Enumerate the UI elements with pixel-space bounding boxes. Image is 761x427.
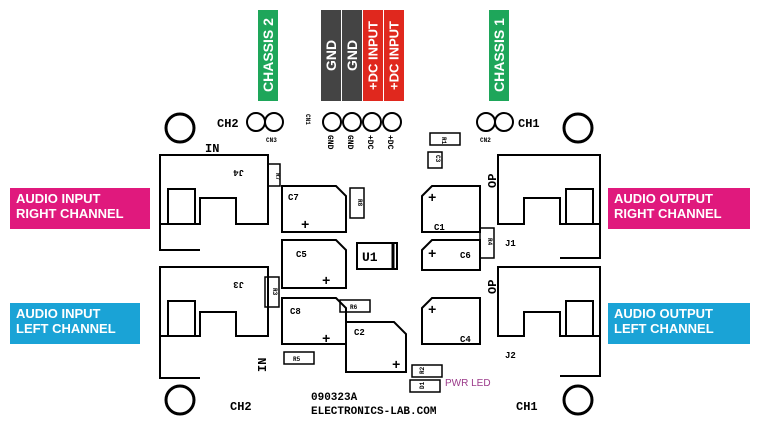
label-ch2-top: CH2 (217, 117, 239, 131)
audio-output-left-line1: AUDIO OUTPUT (614, 306, 713, 321)
label-j3: J3 (233, 279, 244, 289)
c5-outline (281, 239, 347, 289)
audio-output-right-line1: AUDIO OUTPUT (614, 191, 713, 206)
r7-outline (267, 163, 281, 187)
u1-outline (356, 242, 398, 270)
label-r1: R1 (440, 137, 447, 145)
label-c7: C7 (288, 193, 299, 203)
label-r3: R3 (271, 288, 278, 296)
label-r2: R2 (419, 366, 426, 374)
c8-outline (281, 297, 347, 345)
label-op-bottom: OP (486, 280, 500, 294)
r1-outline (429, 132, 461, 146)
audio-input-left-line1: AUDIO INPUT (16, 306, 101, 321)
audio-input-left-line2: LEFT CHANNEL (16, 321, 116, 336)
d1-outline (409, 379, 441, 393)
label-in-bottom: IN (256, 358, 270, 372)
jack-j3-slot (167, 300, 196, 337)
label-j1: J1 (505, 239, 516, 249)
audio-output-left-line2: LEFT CHANNEL (614, 321, 714, 336)
jack-j1-slot (565, 188, 594, 225)
cn1-pin-2 (342, 112, 362, 132)
c3-outline (427, 151, 443, 169)
label-c4: C4 (460, 335, 471, 345)
label-op-top: OP (486, 174, 500, 188)
c6-plus: + (428, 247, 436, 263)
r8-outline (349, 187, 365, 219)
label-ch2-bottom: CH2 (230, 400, 252, 414)
mounting-hole-top-right (562, 112, 594, 144)
label-cn2: CN2 (480, 137, 491, 144)
audio-input-right-line2: RIGHT CHANNEL (16, 206, 124, 221)
cn3-pin-2 (264, 112, 284, 132)
r2-outline (411, 364, 443, 378)
label-pwr-led: PWR LED (445, 378, 491, 389)
r6-outline (339, 299, 371, 313)
c2-plus: + (392, 358, 400, 374)
cn2-pin-1 (476, 112, 496, 132)
label-board-code: 090323A (311, 392, 358, 404)
audio-output-right-line2: RIGHT CHANNEL (614, 206, 722, 221)
label-ch1-bottom: CH1 (516, 400, 538, 414)
label-c5: C5 (296, 250, 307, 260)
label-c1: C1 (434, 223, 445, 233)
cn1-pin-4 (382, 112, 402, 132)
label-j4: J4 (233, 167, 244, 177)
mounting-hole-bottom-left (164, 384, 196, 416)
label-d1: D1 (419, 381, 426, 389)
r5-outline (283, 351, 315, 365)
jack-j4-slot (167, 188, 196, 225)
label-cn3: CN3 (266, 137, 277, 144)
label-j2: J2 (505, 351, 516, 361)
label-ch1-top: CH1 (518, 117, 540, 131)
c1-outline (421, 185, 481, 233)
mounting-hole-bottom-right (562, 384, 594, 416)
cn2-pin-2 (494, 112, 514, 132)
label-pin-dc-2: +DC (385, 135, 394, 150)
jack-j2-slot (565, 300, 594, 337)
label-pin-dc-1: +DC (365, 135, 374, 150)
c1-plus: + (428, 191, 436, 207)
label-u1: U1 (362, 250, 378, 265)
label-c3: C3 (434, 155, 441, 163)
audio-input-right-tag: AUDIO INPUT RIGHT CHANNEL (10, 188, 150, 229)
label-pin-gnd-2: GND (345, 135, 354, 150)
audio-output-right-tag: AUDIO OUTPUT RIGHT CHANNEL (608, 188, 750, 229)
label-c2: C2 (354, 328, 365, 338)
mounting-hole-top-left (164, 112, 196, 144)
audio-output-left-tag: AUDIO OUTPUT LEFT CHANNEL (608, 303, 750, 344)
label-r8: R8 (356, 199, 363, 207)
cn1-pin-1 (322, 112, 342, 132)
c4-plus: + (428, 303, 436, 319)
cn3-pin-1 (246, 112, 266, 132)
cn1-pin-3 (362, 112, 382, 132)
c2-outline (345, 321, 407, 373)
c8-plus: + (322, 332, 330, 348)
label-r7: R7 (274, 173, 281, 181)
label-cn1: CN1 (304, 114, 311, 125)
label-r5: R5 (293, 356, 301, 363)
audio-input-right-line1: AUDIO INPUT (16, 191, 101, 206)
jack-j3-body (159, 267, 200, 379)
label-r4: R4 (486, 238, 493, 246)
r3-outline (264, 276, 280, 308)
c7-plus: + (301, 218, 309, 234)
r4-outline (479, 227, 495, 259)
label-r6: R6 (350, 304, 358, 311)
c7-outline (281, 185, 347, 233)
label-c8: C8 (290, 307, 301, 317)
label-pin-gnd-1: GND (325, 135, 334, 150)
c5-plus: + (322, 274, 330, 290)
label-c6: C6 (460, 251, 471, 261)
label-website: ELECTRONICS-LAB.COM (311, 406, 437, 418)
c4-outline (421, 297, 481, 345)
label-in-top: IN (205, 142, 219, 156)
audio-input-left-tag: AUDIO INPUT LEFT CHANNEL (10, 303, 140, 344)
